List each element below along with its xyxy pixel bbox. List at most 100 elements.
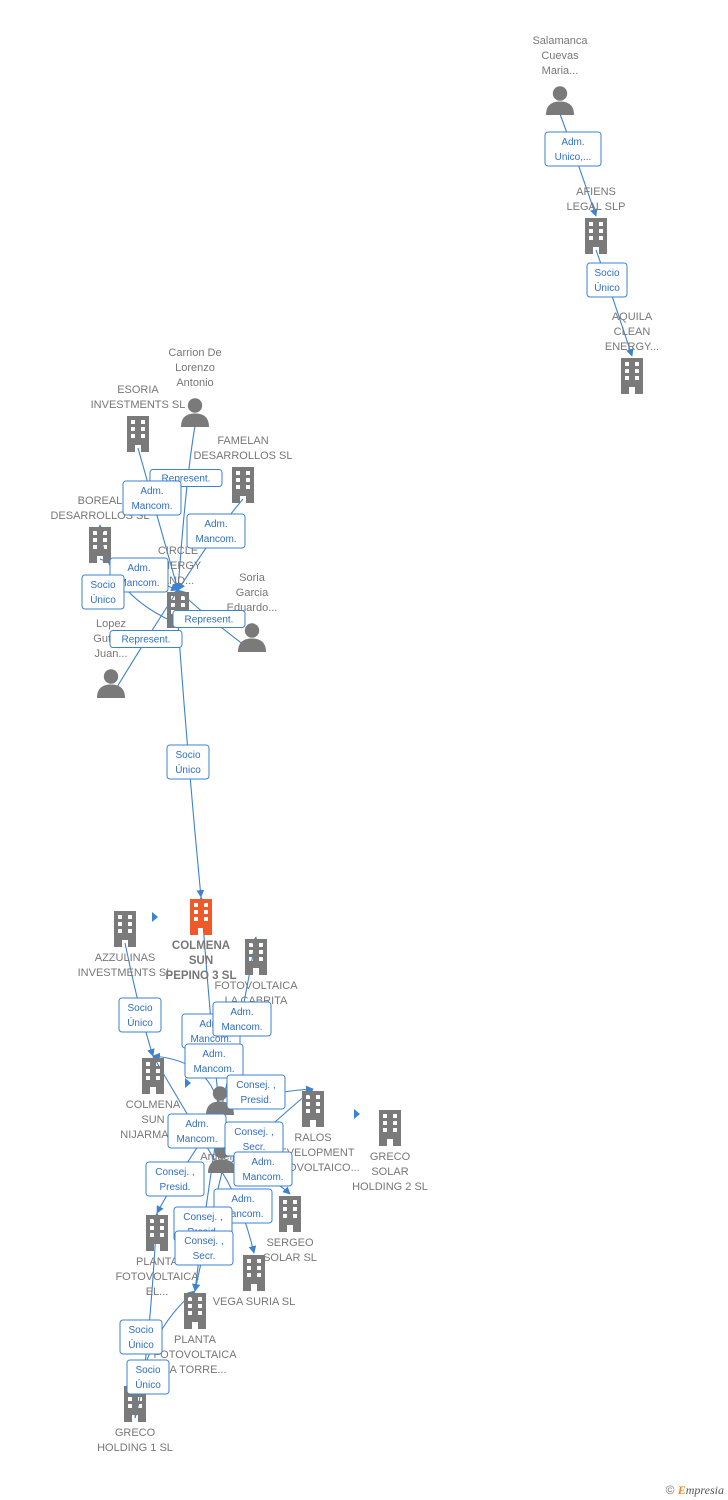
node-label: PLANTA [136, 1256, 179, 1268]
edge-label-e15[interactable]: Consej. , Presid. [226, 1074, 286, 1110]
node-label: Carrion De [168, 347, 221, 359]
edge-label-text: Adm. [561, 137, 584, 148]
edge-label-e22[interactable]: Consej. ,Secr. [174, 1230, 234, 1266]
edge-label-e5[interactable]: Adm. Mancom. [186, 513, 246, 549]
node-label: EL... [146, 1286, 169, 1298]
edge-label-text: Consej. , [236, 1080, 275, 1091]
node-label: Juan... [94, 648, 127, 660]
node-plantael[interactable]: PLANTA FOTOVOLTAICA EL... [115, 1215, 199, 1298]
edge-label-text: Adm. [251, 1157, 274, 1168]
node-label: LA TORRE... [163, 1364, 226, 1376]
node-aquila[interactable]: AQUILACLEANENERGY... [605, 311, 659, 394]
edge-label-text: Presid. [240, 1095, 271, 1106]
edge-label-e1[interactable]: Adm. Unico,... [544, 131, 602, 167]
edge-label-e17[interactable]: Consej. ,Secr. [224, 1121, 284, 1157]
node-salamanca[interactable]: SalamancaCuevasMaria... [532, 35, 588, 115]
building-icon [146, 1215, 168, 1251]
node-label: HOLDING 2 SL [352, 1181, 428, 1193]
building-icon [379, 1110, 401, 1146]
node-label: RALOS [294, 1132, 331, 1144]
edge-label-text: Adm. [127, 563, 150, 574]
edge-label-e18[interactable]: Adm.Mancom. [233, 1151, 293, 1187]
node-label: Garcia [236, 587, 269, 599]
edge-label-text: Mancom. [118, 578, 159, 589]
edge-label-text: Mancom. [221, 1022, 262, 1033]
building-icon [142, 1058, 164, 1094]
edge-label-text: Represent. [185, 615, 234, 626]
edge-label-text: Único [128, 1338, 154, 1351]
edge-labels-layer: Adm.Unico,...SocioÚnicoRepresent.Adm.Man… [81, 131, 628, 1395]
edge-label-box [586, 262, 628, 298]
edge-label-e9[interactable]: Represent. [109, 630, 183, 648]
brand-initial: E [677, 1483, 686, 1497]
node-label: LEGAL SLP [567, 201, 626, 213]
edge-label-text: Unico,... [555, 152, 592, 163]
node-label: FOTOVOLTAICA [214, 980, 298, 992]
edge-label-text: Represent. [122, 635, 171, 646]
edge-label-text: Socio [90, 580, 115, 591]
edge-label-text: Socio [128, 1325, 153, 1336]
edge-label-text: Socio [175, 750, 200, 761]
edge-label-e14[interactable]: Adm.Mancom. [184, 1043, 244, 1079]
edge-label-text: Presid. [159, 1182, 190, 1193]
expand-arrow-icon[interactable] [152, 912, 158, 922]
edge-label-e16[interactable]: Adm.Mancom. [167, 1113, 227, 1149]
edge-label-box [186, 513, 246, 549]
node-label: COLMENA [172, 940, 230, 952]
edge-label-e8[interactable]: Represent. [172, 610, 246, 628]
edge-label-text: Mancom. [195, 534, 236, 545]
building-icon [585, 218, 607, 254]
edge-label-box [212, 1001, 272, 1037]
node-label: SUN [141, 1114, 164, 1126]
edge-label-text: Adm. [199, 1019, 222, 1030]
edge-label-text: Mancom. [222, 1209, 263, 1220]
edge-label-e13[interactable]: Adm.Mancom. [212, 1001, 272, 1037]
building-icon [184, 1293, 206, 1329]
node-label: PLANTA [174, 1334, 217, 1346]
node-label: Antonio [176, 377, 213, 389]
edge-carrion-to-circle [174, 425, 196, 591]
edge-label-text: Adm. [140, 486, 163, 497]
node-label: SOLAR SL [263, 1252, 317, 1264]
expand-arrow-icon[interactable] [185, 1078, 191, 1088]
footer-brand[interactable]: © Empresia [666, 1483, 724, 1498]
expand-arrow-icon[interactable] [354, 1109, 360, 1119]
edge-label-e19[interactable]: Consej. ,Presid. [145, 1161, 205, 1197]
building-icon [127, 416, 149, 452]
edge-label-box [544, 131, 602, 167]
person-icon [97, 669, 125, 698]
node-label: FOTOVOLTAICA [115, 1271, 199, 1283]
edge-label-box [126, 1359, 170, 1395]
building-icon [621, 358, 643, 394]
edge-label-e4[interactable]: Adm.Mancom. [122, 480, 182, 516]
edge-label-box [122, 480, 182, 516]
edge-label-text: Único [594, 281, 620, 294]
node-label: Soria [239, 572, 266, 584]
node-label: AQUILA [612, 311, 653, 323]
edge-label-text: Adm. [185, 1119, 208, 1130]
edge-label-text: Consej. , [183, 1212, 222, 1223]
edge-label-text: Adm. [204, 519, 227, 530]
node-label: INVESTMENTS SL [78, 967, 173, 979]
edge-label-box [81, 574, 125, 610]
node-vega[interactable]: VEGA SURIA SL [213, 1255, 296, 1308]
edge-label-box [172, 610, 246, 628]
building-icon [302, 1091, 324, 1127]
